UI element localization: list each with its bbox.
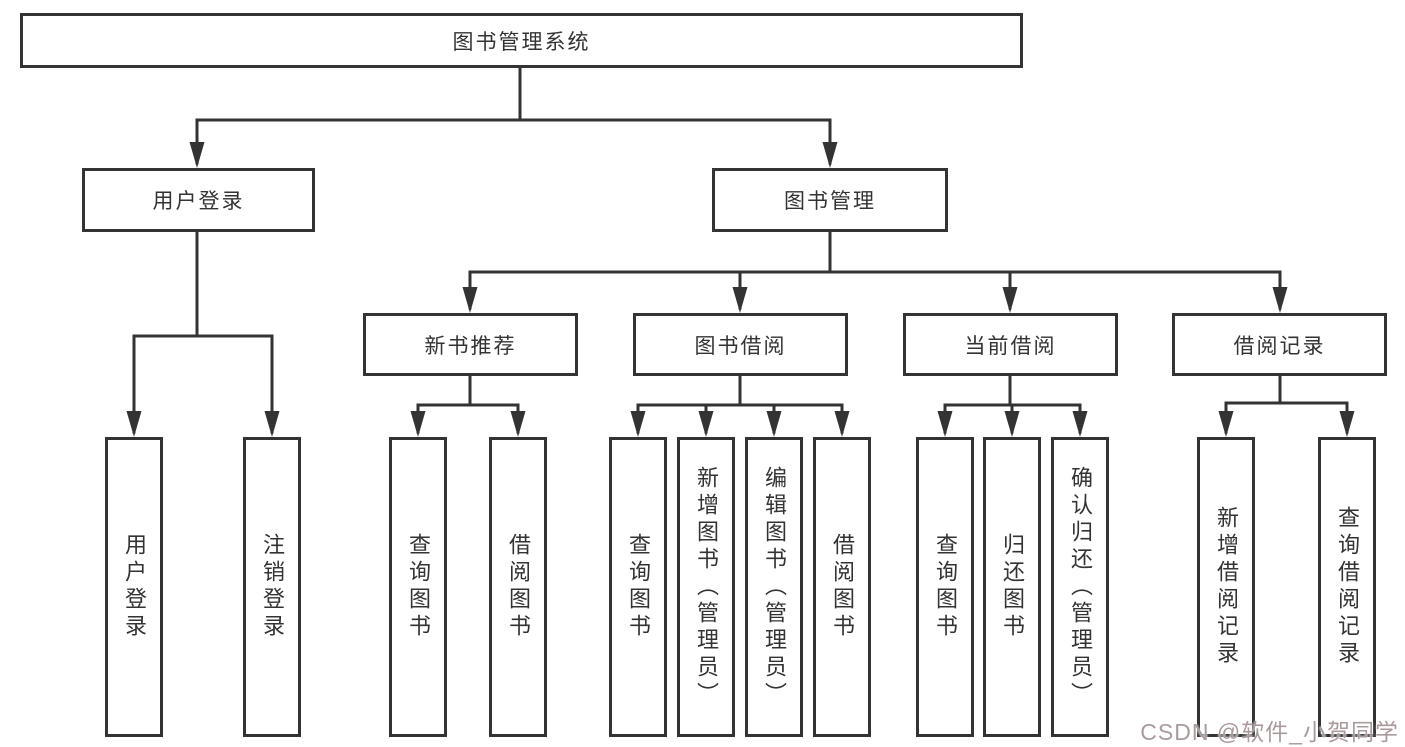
node-current-borrowing: 当前借阅 bbox=[903, 313, 1118, 376]
connector-current-children bbox=[937, 374, 1088, 437]
node-label: 用户登录 bbox=[152, 190, 245, 213]
connector-root-to-level2 bbox=[189, 66, 838, 168]
connector-bookmgmt-to-level3 bbox=[462, 230, 1288, 313]
connector-recommend-children bbox=[410, 374, 526, 437]
arrow-down-icon bbox=[410, 411, 426, 437]
node-label: 图书管理系统 bbox=[452, 30, 591, 54]
node-user-login: 用户登录 bbox=[82, 168, 315, 232]
connector-records-children bbox=[1218, 374, 1355, 437]
arrow-down-icon bbox=[1218, 411, 1234, 437]
node-label: 当前借阅 bbox=[964, 334, 1057, 358]
arrow-down-icon bbox=[698, 411, 714, 437]
arrow-down-icon bbox=[937, 411, 953, 437]
leaf-label: 借阅图书 bbox=[506, 533, 531, 641]
arrow-down-icon bbox=[126, 411, 142, 437]
leaf-logout: 注销登录 bbox=[243, 437, 301, 737]
leaf-user-login: 用户登录 bbox=[105, 437, 163, 737]
leaf-current-query-books: 查询图书 bbox=[916, 437, 974, 737]
arrow-down-icon bbox=[766, 411, 782, 437]
arrow-down-icon bbox=[630, 411, 646, 437]
node-system-root: 图书管理系统 bbox=[20, 13, 1023, 68]
node-label: 图书借阅 bbox=[694, 334, 787, 358]
connector-login-children bbox=[126, 230, 280, 437]
arrow-down-icon bbox=[1004, 411, 1020, 437]
leaf-label: 查询图书 bbox=[406, 533, 431, 641]
connector-borrow-children bbox=[630, 374, 850, 437]
arrow-down-icon bbox=[189, 142, 205, 168]
leaf-label: 确认归还（管理员） bbox=[1068, 465, 1093, 709]
leaf-label: 查询借阅记录 bbox=[1335, 506, 1360, 668]
arrow-down-icon bbox=[822, 142, 838, 168]
arrow-down-icon bbox=[1072, 411, 1088, 437]
leaf-records-add-borrow-record: 新增借阅记录 bbox=[1197, 437, 1255, 737]
arrow-down-icon bbox=[1339, 411, 1355, 437]
leaf-label: 查询图书 bbox=[626, 533, 651, 641]
node-label: 新书推荐 bbox=[424, 334, 517, 358]
node-book-management: 图书管理 bbox=[712, 168, 948, 232]
leaf-current-return-books: 归还图书 bbox=[983, 437, 1041, 737]
node-book-borrowing: 图书借阅 bbox=[633, 313, 848, 376]
leaf-recommend-query-books: 查询图书 bbox=[389, 437, 447, 737]
leaf-label: 归还图书 bbox=[1000, 533, 1025, 641]
leaf-label: 借阅图书 bbox=[830, 533, 855, 641]
node-label: 图书管理 bbox=[784, 190, 876, 213]
arrow-down-icon bbox=[264, 411, 280, 437]
arrow-down-icon bbox=[1002, 287, 1018, 313]
node-borrowing-records: 借阅记录 bbox=[1172, 313, 1387, 376]
leaf-borrow-edit-book-admin: 编辑图书（管理员） bbox=[745, 437, 803, 737]
leaf-label: 新增图书（管理员） bbox=[694, 465, 719, 709]
leaf-label: 新增借阅记录 bbox=[1214, 506, 1239, 668]
leaf-recommend-borrow-books: 借阅图书 bbox=[489, 437, 547, 737]
leaf-label: 用户登录 bbox=[122, 533, 147, 641]
node-label: 借阅记录 bbox=[1233, 334, 1326, 358]
leaf-label: 查询图书 bbox=[933, 533, 958, 641]
leaf-borrow-add-book-admin: 新增图书（管理员） bbox=[677, 437, 735, 737]
leaf-label: 编辑图书（管理员） bbox=[762, 465, 787, 709]
arrow-down-icon bbox=[1272, 287, 1288, 313]
watermark: CSDN @软件_小贺同学 bbox=[1140, 719, 1399, 745]
leaf-records-query-borrow-record: 查询借阅记录 bbox=[1318, 437, 1376, 737]
arrow-down-icon bbox=[510, 411, 526, 437]
leaf-label: 注销登录 bbox=[260, 533, 285, 641]
leaf-current-confirm-return-admin: 确认归还（管理员） bbox=[1051, 437, 1109, 737]
arrow-down-icon bbox=[834, 411, 850, 437]
arrow-down-icon bbox=[462, 287, 478, 313]
arrow-down-icon bbox=[732, 287, 748, 313]
leaf-borrow-query-books: 查询图书 bbox=[609, 437, 667, 737]
leaf-borrow-borrow-books: 借阅图书 bbox=[813, 437, 871, 737]
node-new-book-recommend: 新书推荐 bbox=[363, 313, 578, 376]
